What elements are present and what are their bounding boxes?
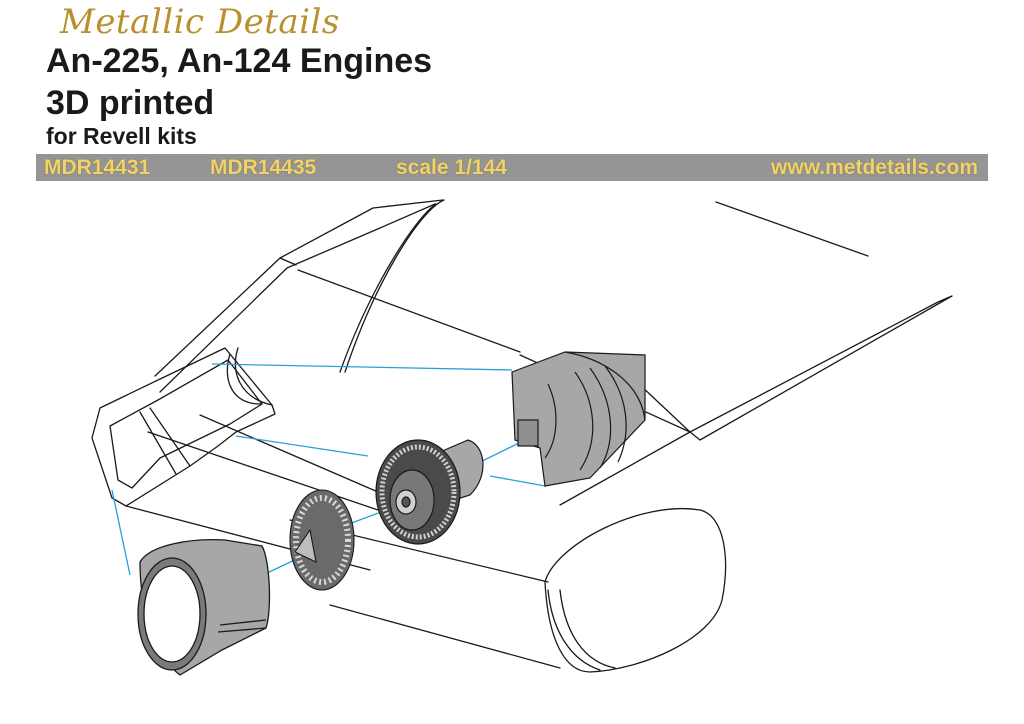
compressor-disc-part bbox=[375, 439, 484, 545]
info-bar: MDR14431 MDR14435 scale 1/144 www.metdet… bbox=[36, 154, 988, 181]
product-code-1: MDR14431 bbox=[44, 156, 151, 179]
exhaust-outline bbox=[289, 508, 727, 673]
product-code-2: MDR14435 bbox=[210, 156, 317, 179]
pylon-outline bbox=[154, 199, 445, 393]
website-link[interactable]: www.metdetails.com bbox=[771, 156, 978, 179]
intake-ring-part bbox=[137, 539, 271, 676]
intake-frame bbox=[91, 347, 276, 507]
page-title: An-225, An-124 Engines bbox=[46, 42, 433, 80]
brand-logo: Metallic Details bbox=[60, 2, 340, 42]
fan-part bbox=[289, 489, 355, 591]
rear-cone-part bbox=[511, 351, 646, 487]
scale-label: scale 1/144 bbox=[396, 156, 507, 179]
subtitle-3d-printed: 3D printed bbox=[46, 84, 215, 122]
subtitle-kit: for Revell kits bbox=[46, 123, 197, 149]
